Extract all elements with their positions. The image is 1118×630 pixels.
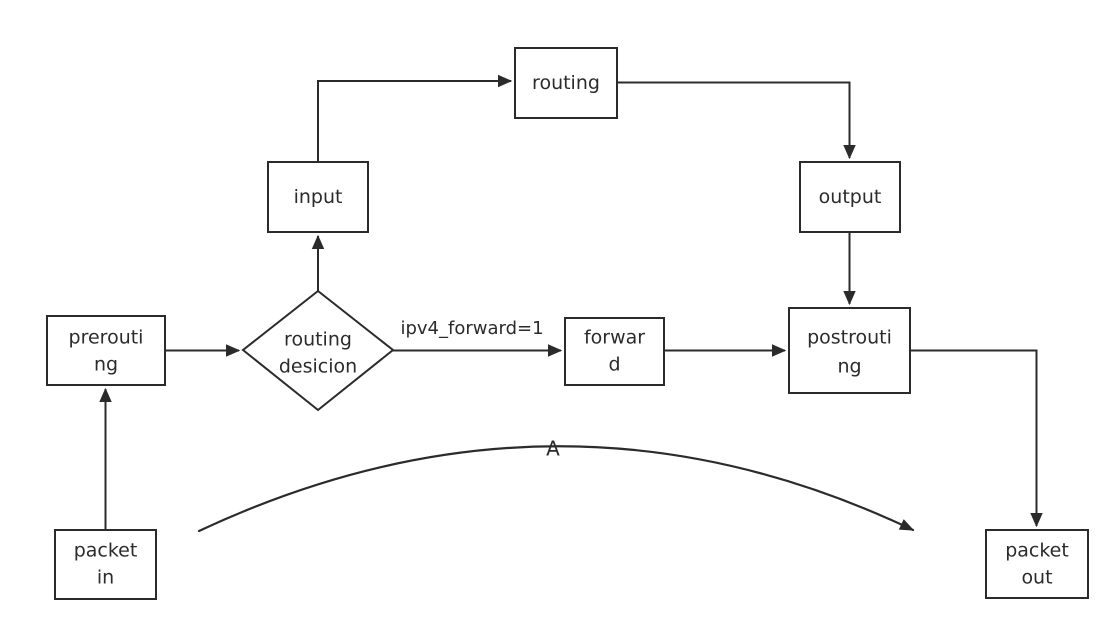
packet-in-label-line1: packet xyxy=(74,540,138,562)
output-label: output xyxy=(819,186,882,208)
forward-box[interactable] xyxy=(564,317,665,386)
edge-label-ipv4-forward: ipv4_forward=1 xyxy=(400,318,543,339)
prerouting-label-line2: ng xyxy=(94,354,118,376)
routing-decision-label-line1: routing xyxy=(284,329,352,351)
input-label: input xyxy=(294,186,343,208)
curve-label-a: A xyxy=(546,437,560,461)
node-packet-out[interactable]: packet out xyxy=(985,529,1089,599)
node-routing[interactable]: routing xyxy=(514,47,618,119)
edge-curve-a xyxy=(197,445,915,533)
forward-label-line2: d xyxy=(608,354,620,376)
postrouting-label-line1: postrouti xyxy=(807,327,892,349)
routing-label: routing xyxy=(532,72,600,94)
node-output[interactable]: output xyxy=(799,161,901,233)
packet-in-box[interactable] xyxy=(54,529,157,600)
prerouting-box[interactable] xyxy=(46,315,166,386)
node-input[interactable]: input xyxy=(267,161,369,233)
postrouting-label-line2: ng xyxy=(837,356,861,378)
edge-routing-to-output xyxy=(617,81,856,160)
routing-decision-label-line2: desicion xyxy=(279,356,357,378)
edge-input-to-routing xyxy=(317,74,513,162)
routing-box[interactable] xyxy=(514,47,618,119)
forward-label-line1: forwar xyxy=(584,327,645,349)
node-prerouting[interactable]: prerouti ng xyxy=(46,315,166,386)
input-box[interactable] xyxy=(267,161,369,233)
node-postrouting[interactable]: postrouti ng xyxy=(788,307,911,394)
routing-decision-diamond[interactable] xyxy=(241,289,395,412)
node-packet-in[interactable]: packet in xyxy=(54,529,157,600)
edge-postrouting-to-packet-out xyxy=(910,349,1043,528)
output-box[interactable] xyxy=(799,161,901,233)
node-routing-decision[interactable]: routing desicion xyxy=(241,289,395,412)
packet-out-label-line1: packet xyxy=(1005,540,1069,562)
packet-out-label-line2: out xyxy=(1021,567,1052,589)
node-forward[interactable]: forwar d xyxy=(564,317,665,386)
packet-out-box[interactable] xyxy=(985,529,1089,599)
prerouting-label-line1: prerouti xyxy=(69,327,144,349)
postrouting-box[interactable] xyxy=(788,307,911,394)
packet-in-label-line2: in xyxy=(97,567,114,589)
